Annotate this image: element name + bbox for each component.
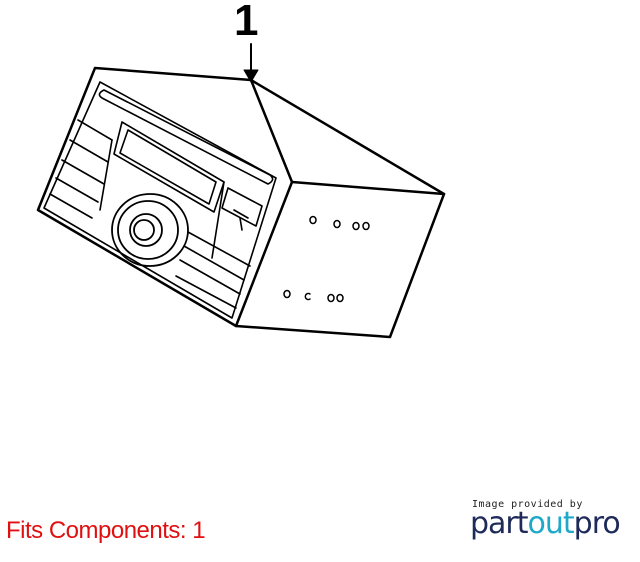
volume-knob bbox=[111, 193, 189, 267]
logo-part: part bbox=[470, 506, 529, 541]
front-panel bbox=[43, 81, 277, 319]
callout-arrow bbox=[243, 43, 259, 83]
logo-pro: pro bbox=[573, 506, 621, 541]
logo-out: out bbox=[527, 506, 575, 541]
logo-caption: Image provided by bbox=[472, 499, 583, 510]
radio-unit-diagram bbox=[36, 43, 446, 339]
callout-number: 1 bbox=[234, 0, 259, 45]
housing-outline bbox=[36, 66, 446, 339]
side-connector-holes bbox=[283, 215, 370, 303]
logo-wordmark: partoutpro bbox=[470, 506, 621, 541]
fits-components-text: Fits Components: 1 bbox=[6, 517, 206, 544]
